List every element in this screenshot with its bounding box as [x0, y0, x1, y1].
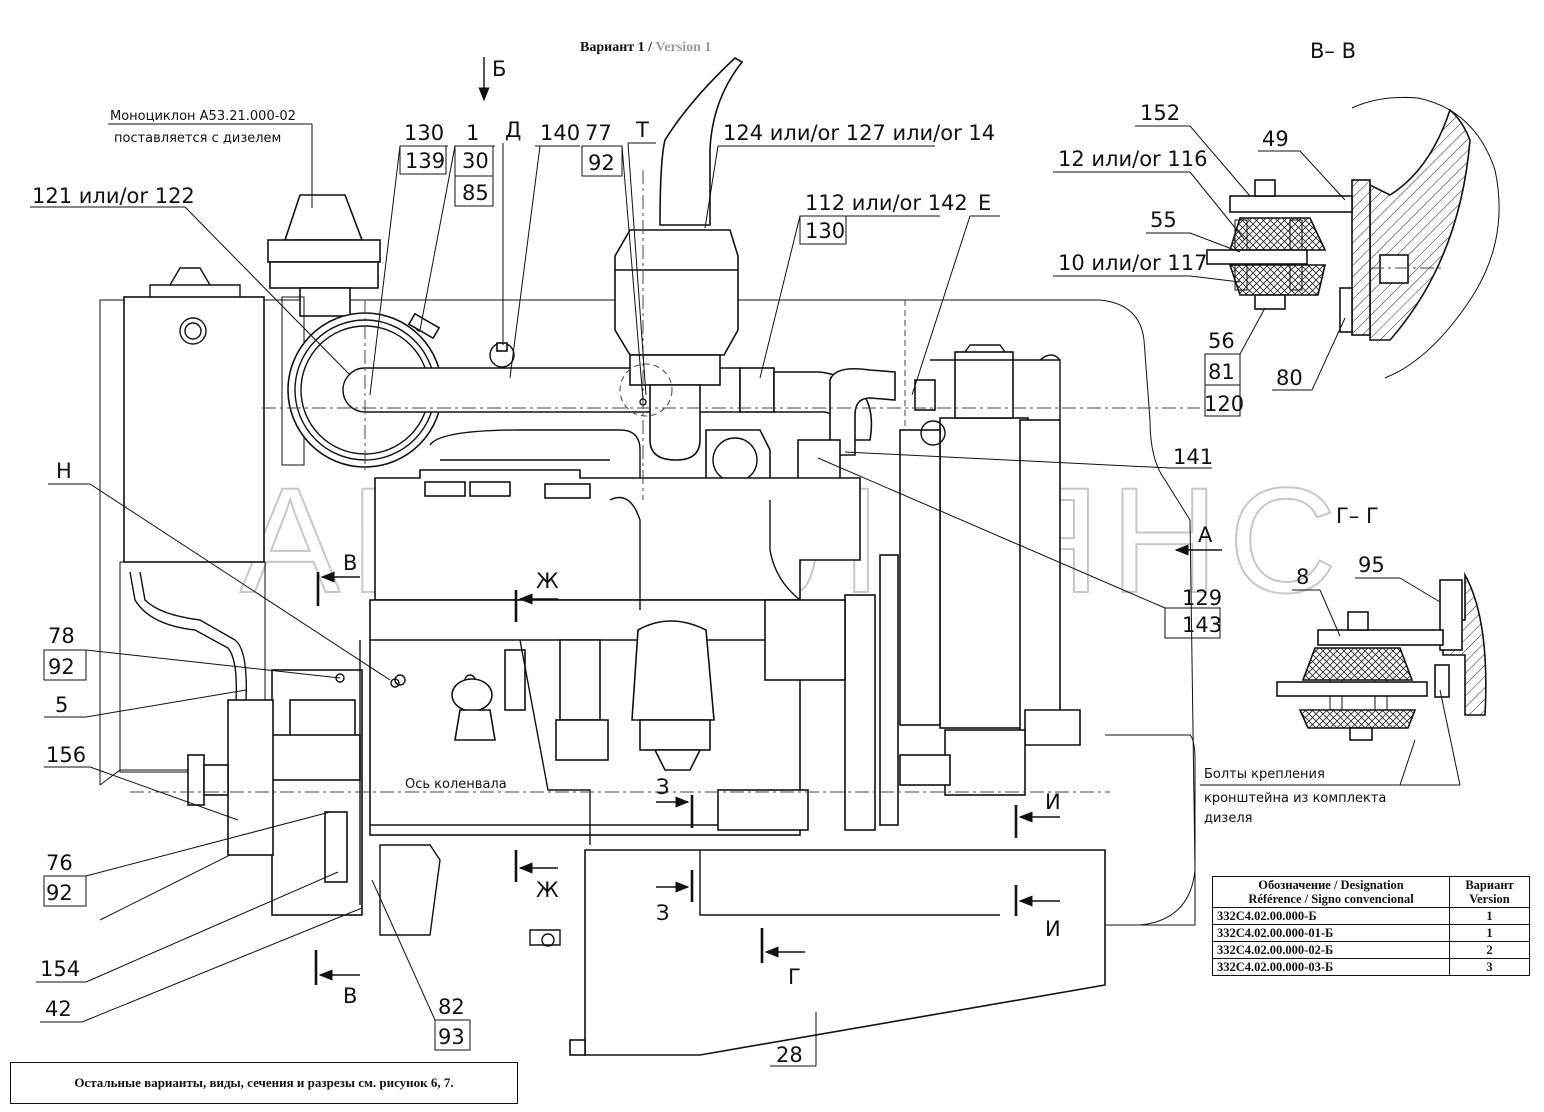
callout-92c: 92 [46, 881, 73, 905]
variant-table: Обозначение / Designation Référence / Si… [1212, 876, 1530, 976]
variant-cell: 1 [1449, 924, 1530, 942]
variant-cell: 3 [1449, 958, 1530, 976]
fuel-tank [123, 296, 265, 563]
callout-monocyclone-2: поставляется с дизелем [114, 131, 281, 146]
table-header-designation-2: Référence / Signo convencional [1248, 892, 1414, 906]
engine-main-view [99, 57, 1200, 1056]
callout-124: 124 или/or 127 или/or 14 [723, 121, 995, 145]
variant-cell: 1 [1449, 907, 1530, 925]
mark-V-2: В [343, 984, 357, 1008]
callout-92a: 92 [588, 151, 615, 175]
callout-112: 112 или/or 142 [805, 191, 968, 215]
callout-5: 5 [55, 693, 68, 717]
callout-129: 129 [1182, 586, 1222, 610]
crankshaft-axis-label: Ось коленвала [405, 777, 507, 792]
callout-77: 77 [585, 121, 612, 145]
variant-cell: 2 [1449, 941, 1530, 959]
footnote-text: Остальные варианты, виды, сечения и разр… [74, 1075, 454, 1090]
section-title-bb: В– В [1310, 39, 1356, 63]
callout-82: 82 [438, 995, 465, 1019]
callout-28: 28 [776, 1043, 803, 1067]
mark-G: Г [788, 965, 801, 989]
callouts: Моноциклон А53.21.000-02 поставляется с … [30, 101, 1461, 1067]
bb-callout-81: 81 [1208, 360, 1235, 384]
callout-78: 78 [48, 624, 75, 648]
bolts-label-1: Болты крепления [1204, 767, 1325, 782]
bb-callout-49: 49 [1262, 127, 1289, 151]
mark-I-2: И [1045, 917, 1061, 941]
oil-pan [584, 849, 1106, 1056]
mark-I-1: И [1045, 790, 1061, 814]
callout-T: Т [635, 118, 649, 142]
table-row: 332С4.02.00.000-01-Б 1 [1212, 924, 1530, 942]
callout-140: 140 [540, 121, 580, 145]
radiator [939, 417, 1029, 729]
bb-callout-120: 120 [1204, 392, 1244, 416]
mark-Z-1: З [656, 775, 669, 799]
callout-156: 156 [46, 743, 86, 767]
callout-143: 143 [1182, 613, 1222, 637]
section-view-bb: В– В [1206, 39, 1500, 379]
mark-Zh-2: Ж [536, 878, 559, 902]
callout-141: 141 [1173, 445, 1213, 469]
mark-A: А [1198, 523, 1213, 547]
table-row: 332С4.02.00.000-03-Б 3 [1212, 958, 1530, 976]
callout-76: 76 [46, 851, 73, 875]
callout-1: 1 [466, 121, 479, 145]
callout-30: 30 [462, 149, 489, 173]
bb-callout-55: 55 [1150, 208, 1177, 232]
callout-D: Д [505, 118, 521, 142]
callout-42: 42 [45, 997, 72, 1021]
gg-callout-8: 8 [1296, 565, 1309, 589]
bb-callout-56: 56 [1208, 329, 1235, 353]
bb-callout-80: 80 [1276, 366, 1303, 390]
callout-154: 154 [40, 957, 80, 981]
callout-monocyclone-1: Моноциклон А53.21.000-02 [110, 109, 296, 124]
table-header-variant-1: Вариант [1465, 878, 1514, 892]
mark-Zh-1: Ж [536, 569, 559, 593]
bb-callout-10: 10 или/or 117 [1058, 251, 1207, 275]
designation-cell: 332С4.02.00.000-02-Б [1212, 941, 1450, 959]
bolts-label-3: дизеля [1204, 811, 1252, 826]
bb-callout-12: 12 или/or 116 [1058, 147, 1207, 171]
table-header-designation-1: Обозначение / Designation [1258, 878, 1404, 892]
bolts-label-2: кронштейна из комплекта [1204, 791, 1386, 806]
callout-121: 121 или/or 122 [32, 184, 195, 208]
exhaust-muffler [614, 57, 744, 461]
section-markers: Б В Ж З З Ж И И Г В А [314, 57, 1222, 1008]
section-title-gg: Г– Г [1336, 504, 1379, 528]
mark-V-1: В [343, 551, 357, 575]
table-row: 332С4.02.00.000-02-Б 2 [1212, 941, 1530, 959]
mark-Z-2: З [656, 901, 669, 925]
flywheel-housing [187, 640, 400, 916]
callout-85: 85 [462, 181, 489, 205]
monocyclone [267, 194, 381, 466]
designation-cell: 332С4.02.00.000-03-Б [1212, 958, 1450, 976]
variant-label: Вариант 1 / Version 1 [580, 40, 711, 55]
callout-93: 93 [438, 1025, 465, 1049]
designation-cell: 332С4.02.00.000-01-Б [1212, 924, 1450, 942]
designation-cell: 332С4.02.00.000-Б [1212, 907, 1450, 925]
callout-H: Н [56, 459, 72, 483]
table-header-variant: Вариант Version [1449, 876, 1530, 908]
callout-E: Е [978, 191, 991, 215]
table-header-designation: Обозначение / Designation Référence / Si… [1212, 876, 1450, 908]
callout-130a: 130 [404, 121, 444, 145]
footnote: Остальные варианты, виды, сечения и разр… [10, 1062, 518, 1104]
mark-B-top: Б [492, 57, 506, 81]
callout-130b: 130 [805, 219, 845, 243]
table-header-variant-2: Version [1469, 892, 1510, 906]
callout-92b: 92 [48, 655, 75, 679]
table-row: 332С4.02.00.000-Б 1 [1212, 907, 1530, 925]
gg-callout-95: 95 [1358, 553, 1385, 577]
callout-139: 139 [405, 149, 445, 173]
section-view-gg: Г– Г [1276, 504, 1487, 741]
bb-callout-152: 152 [1140, 101, 1180, 125]
